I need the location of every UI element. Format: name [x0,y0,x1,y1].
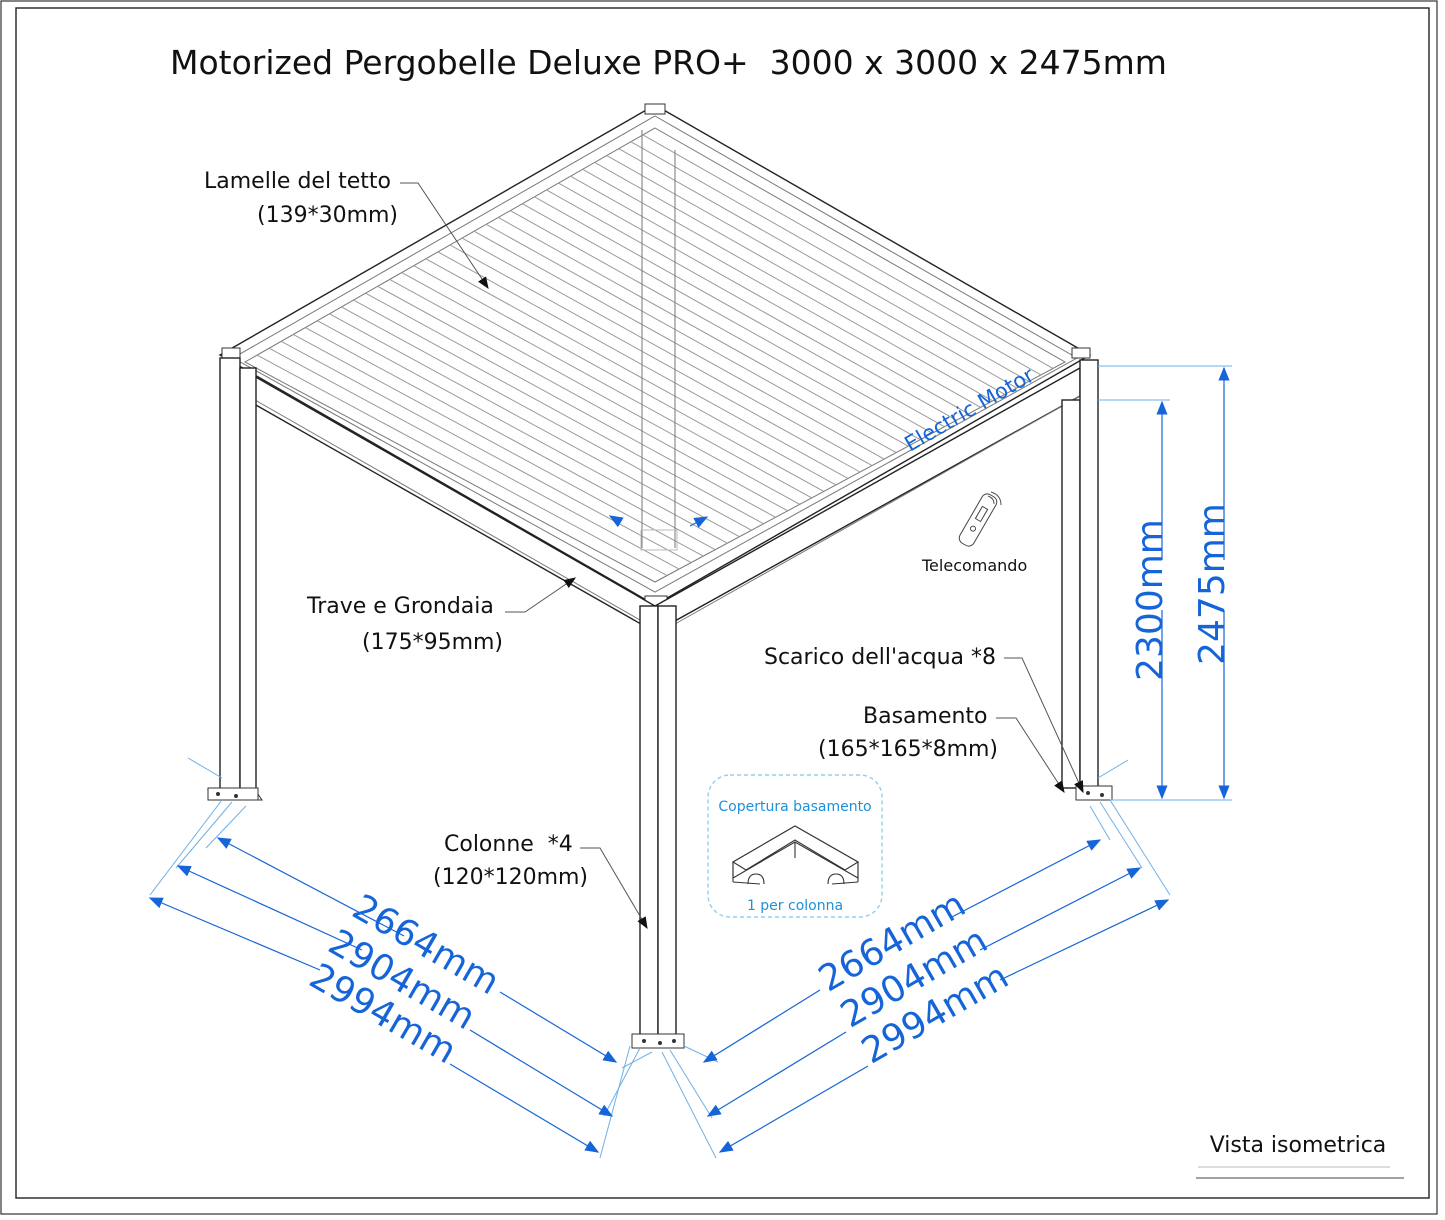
roof-slat [594,161,1005,395]
roof-slat [353,299,764,525]
base-cover-note: 1 per colonna [747,898,843,914]
inner-border [15,7,1430,1199]
roof-slat [413,265,825,492]
roof-slat [425,258,837,486]
roof-slat [365,292,776,518]
roof-slat [268,347,680,570]
base-cover-title: Copertura basamento [718,799,871,815]
callout-columns-label: Colonne *4 [444,832,573,857]
view-label-block: Vista isometrica [1196,1133,1404,1179]
callout-beam: Trave e Grondaia (175*95mm) [306,577,576,655]
roof-slat [305,327,716,551]
page-title: Motorized Pergobelle Deluxe PRO+ 3000 x … [170,43,1167,82]
roof-slat [618,148,1030,382]
base-cover-icon [731,825,860,885]
roof-slat [449,244,861,473]
callout-columns-size: (120*120mm) [433,865,588,890]
corner-cap-left [221,347,241,359]
callout-roof-slats: Lamelle del tetto (139*30mm) [204,169,489,289]
roof-slat [377,285,788,512]
roof-slat [256,354,668,576]
roof-slat [522,203,933,434]
view-label: Vista isometrica [1210,1133,1387,1158]
callout-beam-label: Trave e Grondaia [306,594,494,619]
corner-cap-right [1071,347,1091,359]
callout-drain-label: Scarico dell'acqua *8 [764,645,996,670]
callout-base-size: (165*165*8mm) [818,737,998,762]
roof-slat [473,230,885,460]
callout-base: Basamento (165*165*8mm) [818,704,1065,794]
corner-cap-top [644,103,666,115]
roof-slat [642,134,1054,369]
roof-slat [630,141,1042,376]
column-right [1061,359,1113,801]
roof-slat [292,334,704,557]
roof-slat [317,320,728,544]
roof-slat [437,251,849,479]
remote-icon [958,493,998,547]
callout-roof-slats-label: Lamelle del tetto [204,169,391,194]
roof-slat [389,278,800,505]
column-front [631,605,685,1049]
height-dimensions: 2300mm 2475mm [1098,365,1233,801]
roof [218,103,1092,607]
base-cover-bubble: Copertura basamento 1 per colonna [707,774,883,918]
column-left [207,357,263,801]
roof-slat [582,168,993,402]
height-total-dim: 2475mm [1192,503,1233,665]
callout-columns: Colonne *4 (120*120mm) [433,832,648,930]
hidden-motor-box [640,529,678,551]
callout-roof-slats-size: (139*30mm) [257,203,398,228]
roof-slat [497,217,909,447]
remote-label: Telecomando [921,556,1027,575]
roof-slat [461,237,873,466]
signal-waves-icon [987,491,1002,506]
roof-slat [510,210,921,441]
roof-slat [485,223,897,454]
height-inner-dim: 2300mm [1130,519,1171,681]
roof-slat [534,196,945,428]
roof-slat [329,313,740,538]
roof-slat [341,306,752,531]
roof-slat [558,182,969,415]
callout-beam-size: (175*95mm) [362,630,503,655]
callout-drain: Scarico dell'acqua *8 [764,645,1084,794]
roof-slat [546,189,957,421]
roof-slat [401,272,813,499]
remote-control: Telecomando [921,491,1027,575]
roof-slat [570,175,981,408]
callout-base-label: Basamento [863,704,988,729]
left-dimensions: 2664mm 2904mm 2994mm [148,757,653,1159]
roof-slats [256,134,1054,576]
